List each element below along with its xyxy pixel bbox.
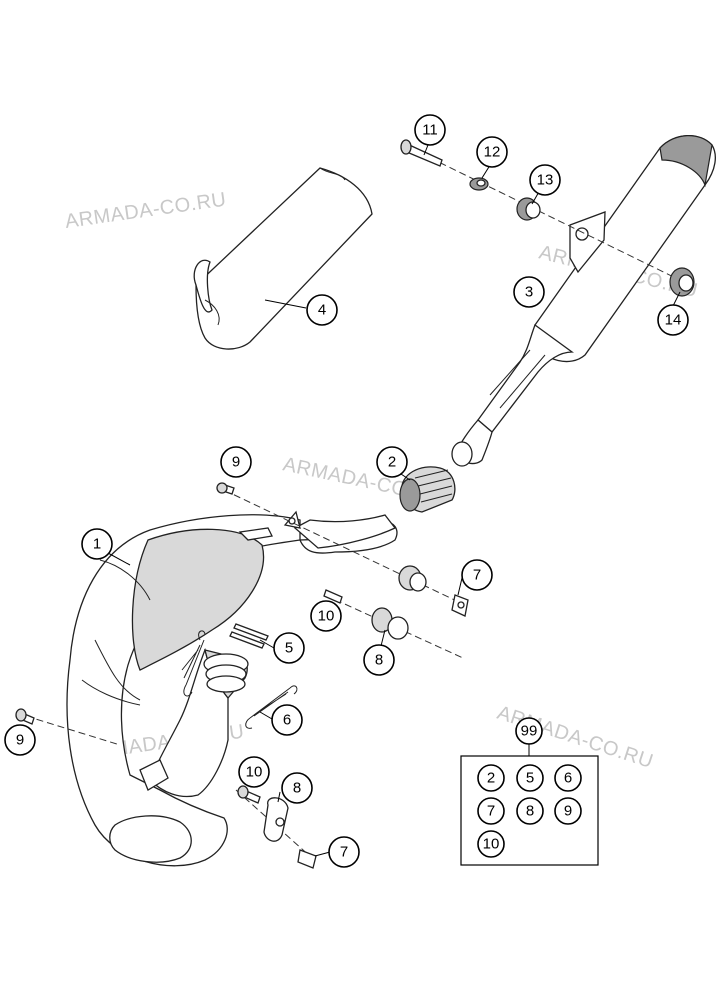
callout-6[interactable]: 6 <box>271 704 303 736</box>
kit-item[interactable]: 5 <box>516 764 544 792</box>
callout-4-label: 4 <box>318 302 326 319</box>
kit-item-label: 10 <box>483 836 500 853</box>
callout-6-label: 6 <box>283 712 291 729</box>
callout-10-lower[interactable]: 10 <box>238 756 270 788</box>
kit-item[interactable]: 8 <box>516 797 544 825</box>
callout-10-upper-label: 10 <box>318 608 335 625</box>
kit-99-callout[interactable]: 99 <box>515 717 543 745</box>
springs <box>181 623 298 729</box>
callout-8-upper-label: 8 <box>375 652 383 669</box>
kit-item[interactable]: 7 <box>477 797 505 825</box>
callout-2[interactable]: 2 <box>376 446 408 478</box>
callout-14[interactable]: 14 <box>657 304 689 336</box>
callout-3-label: 3 <box>525 284 533 301</box>
connector-sleeve <box>399 466 456 513</box>
callout-4[interactable]: 4 <box>306 294 338 326</box>
exhaust-header-pipe <box>66 510 398 867</box>
callout-14-label: 14 <box>665 312 682 329</box>
callout-5-label: 5 <box>285 640 293 657</box>
callout-1[interactable]: 1 <box>81 528 113 560</box>
callout-8-upper[interactable]: 8 <box>363 644 395 676</box>
watermark-1: ARMADA-CO.RU <box>64 189 228 233</box>
callout-7-lower[interactable]: 7 <box>328 836 360 868</box>
kit-item-label: 8 <box>526 803 534 820</box>
callout-13[interactable]: 13 <box>529 164 561 196</box>
kit-item-label: 6 <box>564 770 572 787</box>
kit-item-label: 2 <box>487 770 495 787</box>
kit-item-label: 9 <box>564 803 572 820</box>
kit-item[interactable]: 9 <box>554 797 582 825</box>
mounting-hardware <box>15 482 469 869</box>
callout-11-label: 11 <box>422 122 438 139</box>
callout-10-lower-label: 10 <box>246 764 263 781</box>
callout-12-label: 12 <box>484 144 501 161</box>
kit-99: 99 2 5 6 7 8 9 10 <box>460 717 599 866</box>
kit-99-label: 99 <box>521 723 538 740</box>
callout-7-upper[interactable]: 7 <box>461 559 493 591</box>
callout-7-lower-label: 7 <box>340 844 348 861</box>
callout-9-left[interactable]: 9 <box>4 724 36 756</box>
kit-item[interactable]: 2 <box>477 764 505 792</box>
kit-item-label: 5 <box>526 770 534 787</box>
callout-9-left-label: 9 <box>16 732 24 749</box>
kit-item-label: 7 <box>487 803 495 820</box>
callout-5[interactable]: 5 <box>273 632 305 664</box>
callout-8-lower-label: 8 <box>293 780 301 797</box>
silencer <box>451 134 716 467</box>
heat-shield-sleeve <box>193 167 373 350</box>
callout-3[interactable]: 3 <box>513 276 545 308</box>
callout-2-label: 2 <box>388 454 396 471</box>
callout-13-label: 13 <box>537 172 554 189</box>
callout-1-label: 1 <box>93 536 101 553</box>
kit-item[interactable]: 10 <box>477 830 505 858</box>
callout-8-lower[interactable]: 8 <box>281 772 313 804</box>
callout-11[interactable]: 11 <box>414 114 446 146</box>
callout-12[interactable]: 12 <box>476 136 508 168</box>
callout-10-upper[interactable]: 10 <box>310 600 342 632</box>
callout-9-top[interactable]: 9 <box>220 446 252 478</box>
callout-7-upper-label: 7 <box>473 567 481 584</box>
callout-9-top-label: 9 <box>232 454 240 471</box>
kit-item[interactable]: 6 <box>554 764 582 792</box>
silencer-fasteners <box>400 139 695 297</box>
